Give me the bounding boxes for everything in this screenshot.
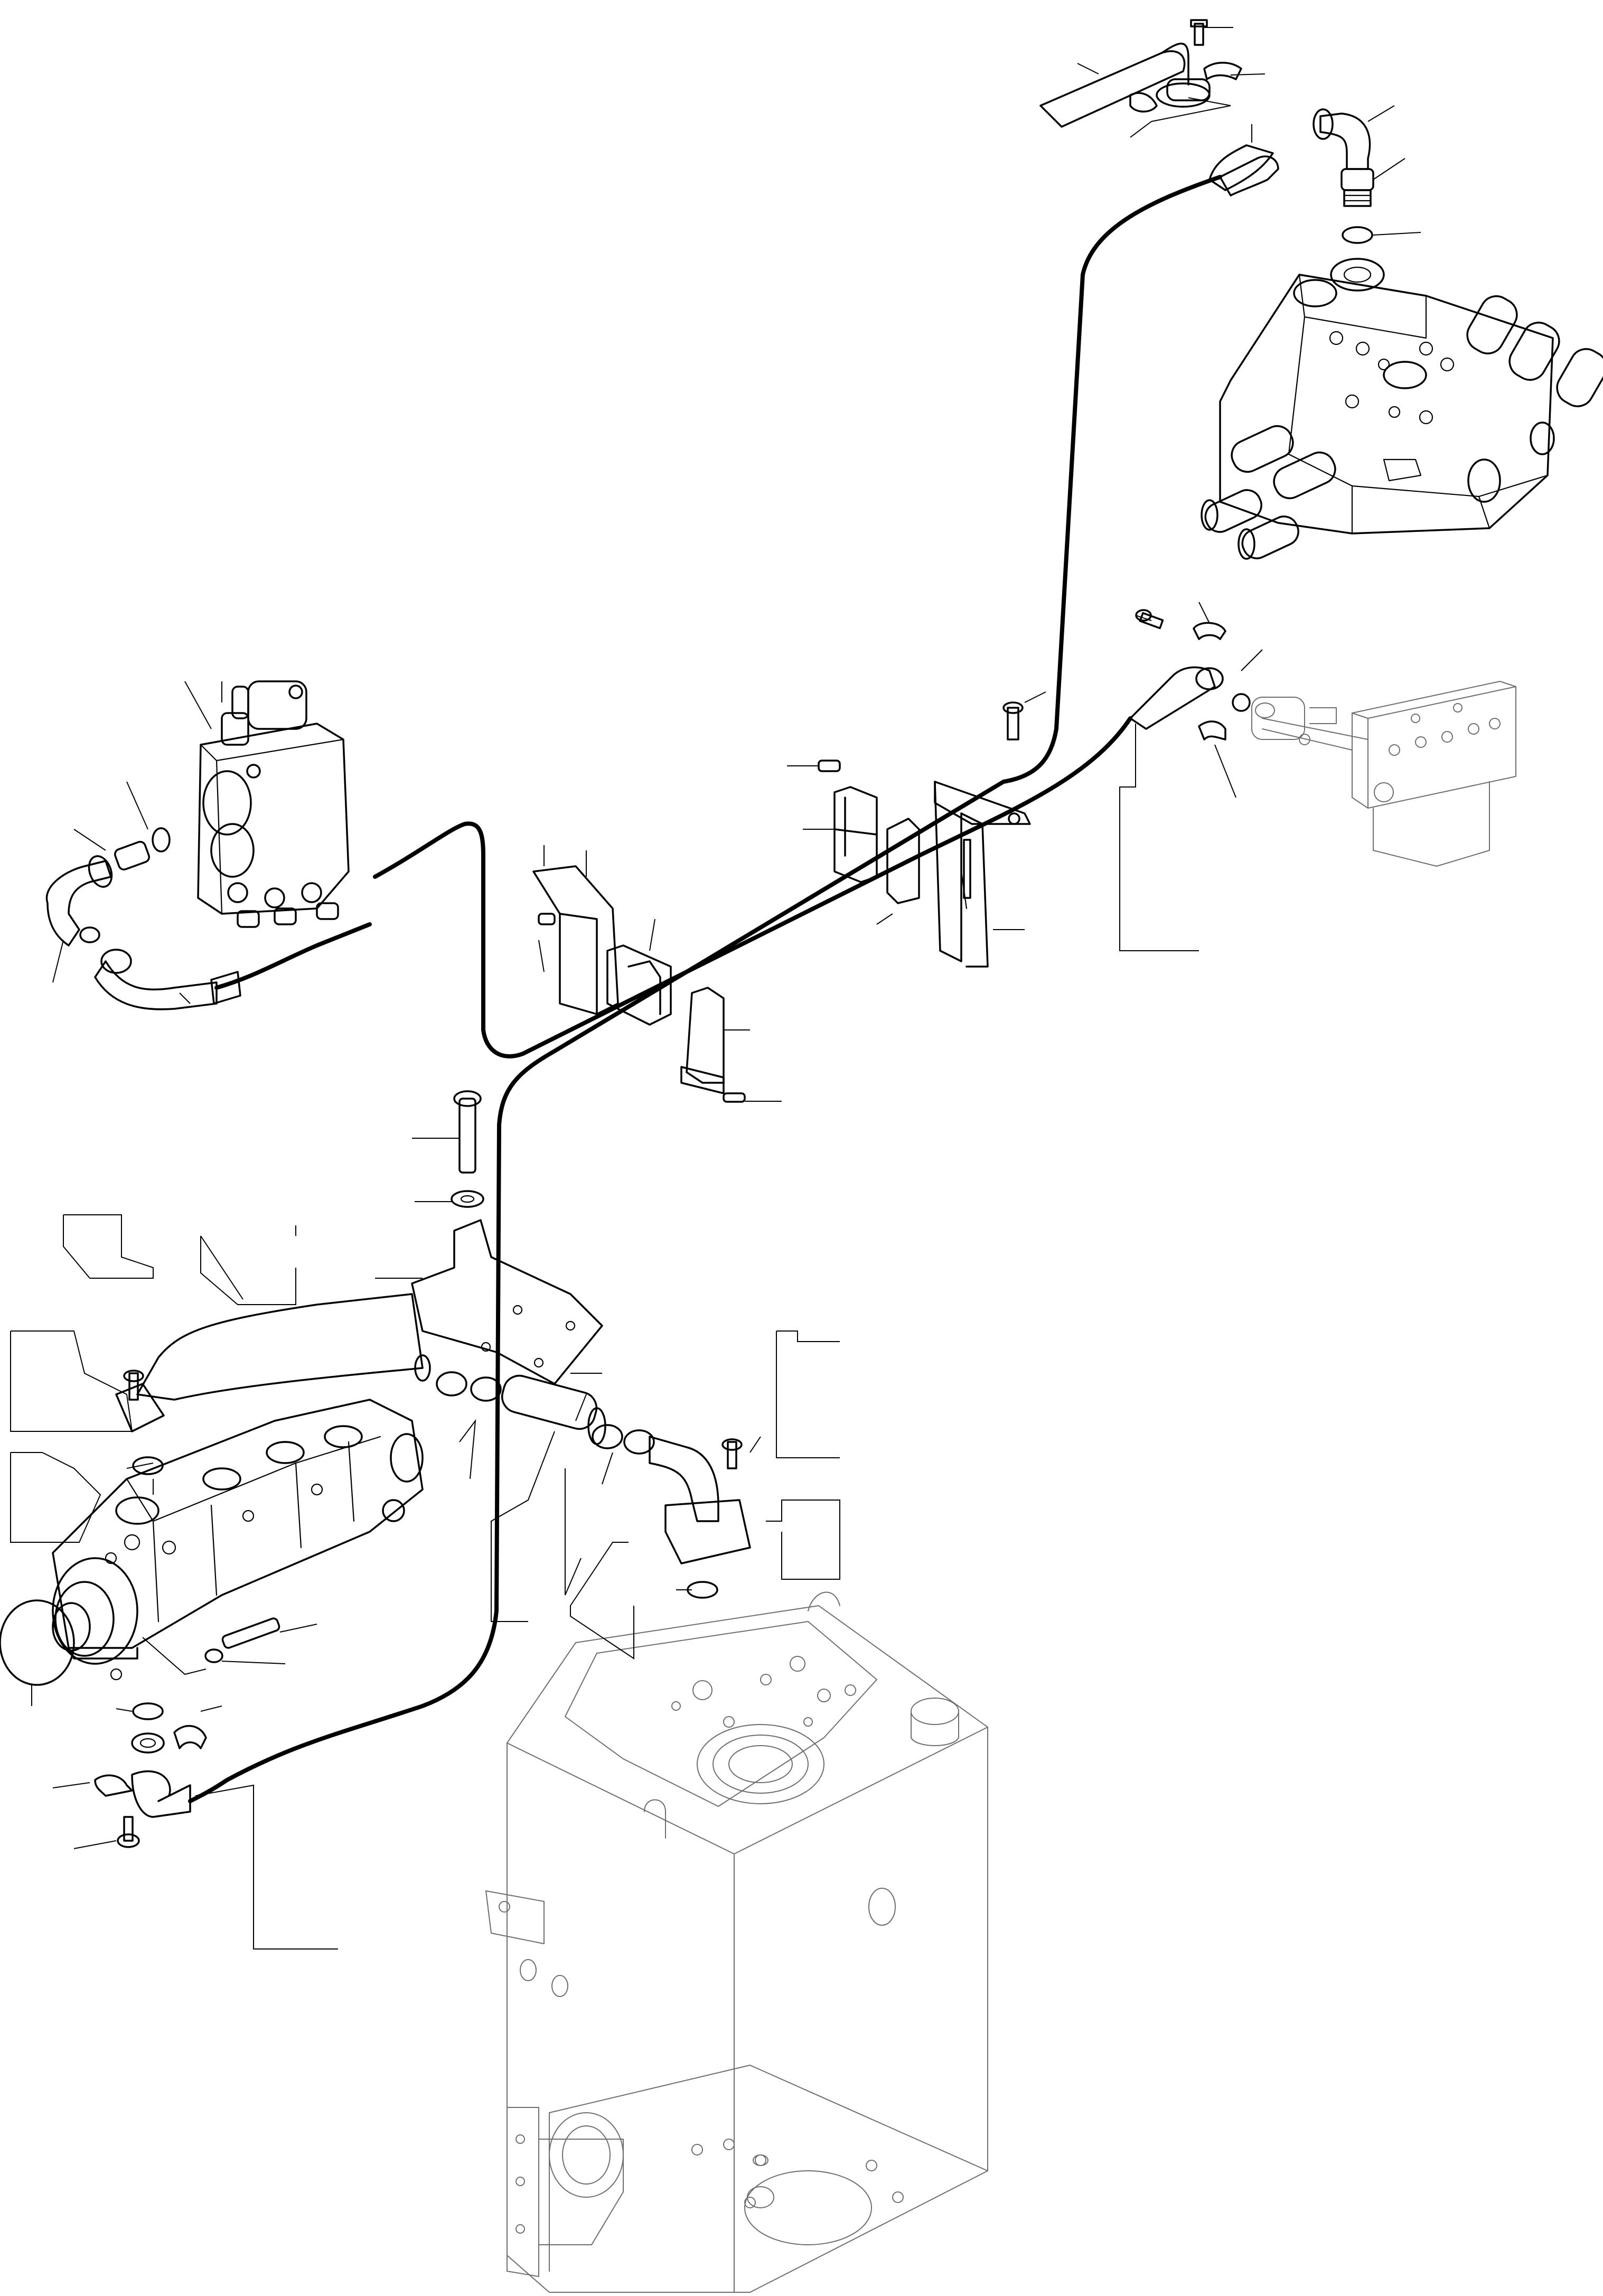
main-pressure-hose	[188, 175, 1222, 1803]
pilot-pressure-hose	[373, 716, 1132, 1058]
pump-mount-bracket	[411, 1090, 603, 1385]
leader-lines	[10, 27, 1421, 1950]
priority-valve-hose	[214, 922, 372, 990]
hose-clamp-bracket	[532, 701, 1031, 1103]
priority-valve	[197, 680, 350, 928]
tandem-gear-pump	[0, 1399, 424, 1848]
suction-pipe	[115, 1293, 751, 1599]
priority-valve-fittings	[45, 827, 241, 1010]
solenoid-valve-block	[1251, 681, 1516, 867]
hose-end-fittings-top	[1039, 19, 1374, 244]
solenoid-hose-fittings	[1129, 609, 1251, 741]
control-valve	[1201, 258, 1603, 560]
hydraulic-tank	[485, 1591, 988, 2293]
